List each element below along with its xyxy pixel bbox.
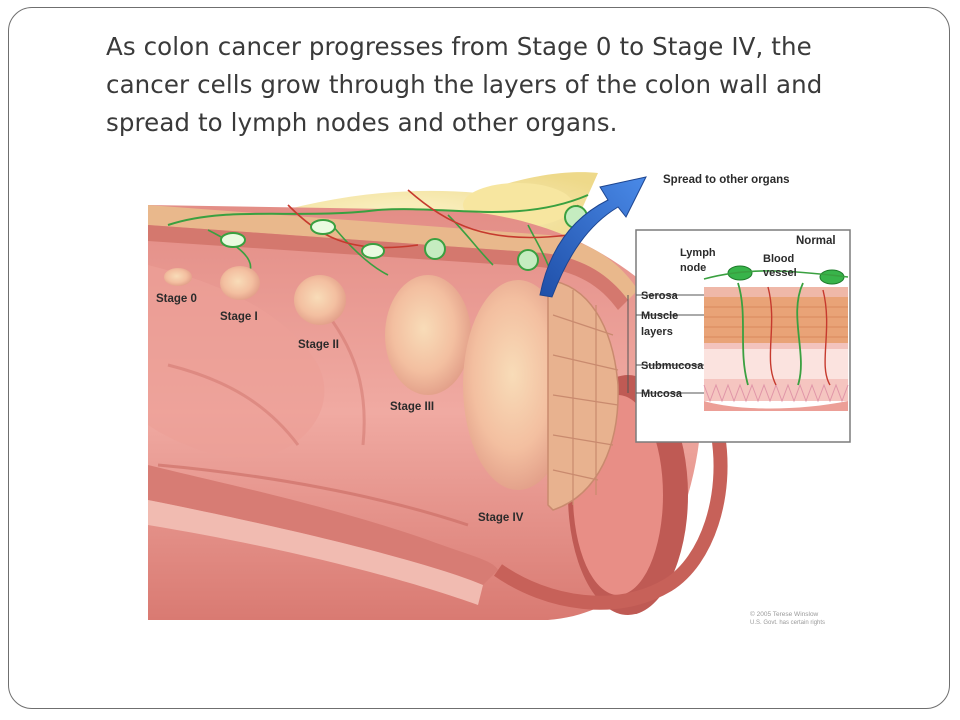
- spread-label: Spread to other organs: [663, 174, 790, 186]
- normal-wall-inset: [627, 229, 851, 443]
- tumors: [164, 266, 619, 511]
- stage-label: Stage IV: [478, 512, 524, 524]
- blood-vessel-label: vessel: [763, 267, 797, 279]
- tumor-stage-2: [294, 275, 346, 325]
- mucosa-label: Mucosa: [641, 388, 683, 400]
- lymph-network: [167, 189, 589, 296]
- copyright-text: U.S. Govt. has certain rights: [750, 620, 825, 626]
- lymph-node: [517, 249, 539, 271]
- lymph-node: [220, 232, 246, 248]
- lymph-node-label: Lymph: [680, 247, 716, 259]
- lymph-node: [310, 219, 336, 235]
- submucosa-label: Submucosa: [641, 360, 704, 372]
- stage-label: Stage III: [390, 401, 434, 413]
- inset-title: Normal: [796, 235, 836, 247]
- slide-caption: As colon cancer progresses from Stage 0 …: [106, 32, 823, 137]
- blood-vessel-label: Blood: [763, 253, 794, 265]
- tumor-stage-3: [385, 275, 471, 395]
- tumor-stage-0: [164, 268, 192, 286]
- stage-label: Stage II: [298, 339, 339, 351]
- tumor-stage-4-cross-section: [547, 279, 619, 511]
- stage-label: Stage I: [220, 311, 258, 323]
- muscle-layers-label: Muscle: [641, 310, 678, 322]
- lymph-node: [361, 243, 385, 259]
- lymph-node: [424, 238, 446, 260]
- lymph-node-label: node: [680, 262, 706, 274]
- tumor-stage-1: [220, 266, 260, 300]
- serosa-label: Serosa: [641, 290, 679, 302]
- colon-cancer-stages-illustration: Stage 0 Stage I Stage II Stage III Stage…: [148, 165, 858, 635]
- copyright-text: © 2005 Terese Winslow: [750, 610, 819, 618]
- muscle-layers-label: layers: [641, 326, 673, 338]
- spread-arrow: [539, 176, 647, 298]
- tumor-stage-4: [463, 280, 573, 490]
- stage-label: Stage 0: [156, 293, 197, 305]
